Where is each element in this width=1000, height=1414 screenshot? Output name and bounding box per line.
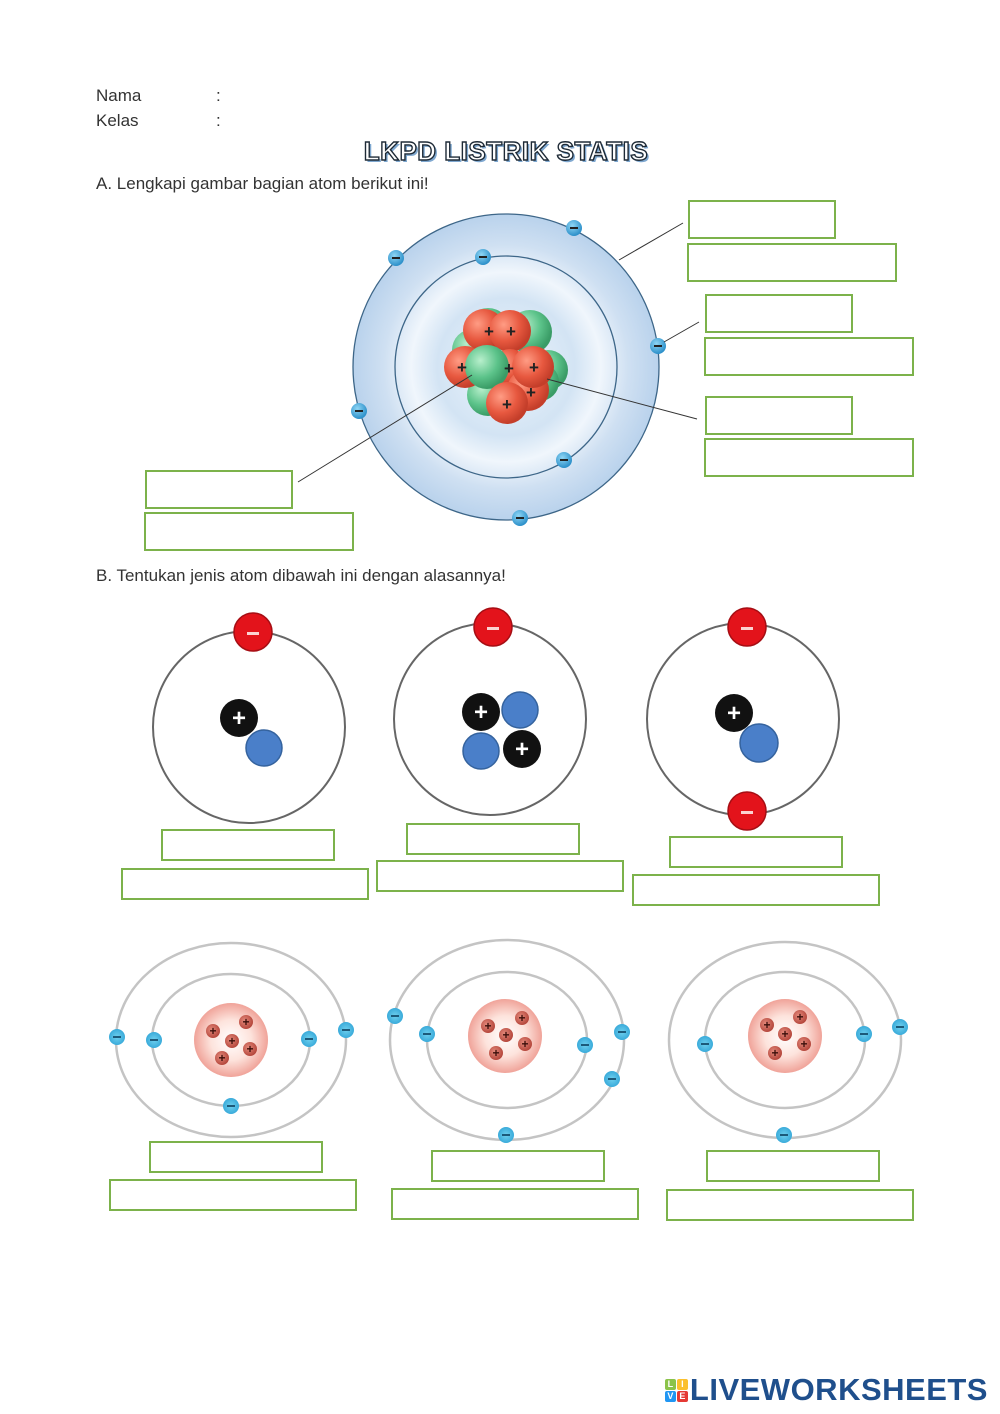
- svg-text:+: +: [484, 1019, 491, 1033]
- svg-text:+: +: [506, 322, 516, 341]
- svg-text:+: +: [518, 1011, 525, 1025]
- svg-text:+: +: [796, 1010, 803, 1024]
- logo-letter: L: [664, 1378, 676, 1390]
- svg-text:+: +: [727, 700, 741, 727]
- page-title: LKPD LISTRIK STATIS: [363, 135, 649, 166]
- simple-atom-3: +: [646, 607, 840, 831]
- pointer-lines: [297, 222, 700, 483]
- svg-text:+: +: [502, 1028, 509, 1042]
- shell-atom-3-reason[interactable]: [666, 1189, 914, 1221]
- simple-atom-2-answer[interactable]: [406, 823, 580, 855]
- shell-atom-2: +++++: [387, 938, 630, 1143]
- svg-text:+: +: [484, 322, 494, 341]
- simple-atom-3-answer[interactable]: [669, 836, 843, 868]
- electrons: [351, 220, 666, 526]
- live-grid-icon: L I V E: [664, 1378, 688, 1402]
- simple-atom-2-reason[interactable]: [376, 860, 624, 892]
- simple-atom-1-reason[interactable]: [121, 868, 369, 900]
- answer-box-electron-desc[interactable]: [704, 337, 914, 376]
- liveworksheets-logo: L I V E LIVEWORKSHEETS: [664, 1372, 988, 1408]
- logo-text: LIVEWORKSHEETS: [689, 1372, 988, 1407]
- nama-colon: :: [216, 86, 221, 105]
- svg-text:+: +: [218, 1051, 225, 1065]
- svg-text:+: +: [242, 1015, 249, 1029]
- answer-box-outer-shell-label[interactable]: [688, 200, 836, 239]
- svg-text:+: +: [771, 1046, 778, 1060]
- nama-label: Nama: [96, 86, 142, 105]
- simple-atom-2: + +: [393, 607, 587, 816]
- section-b-instruction: B. Tentukan jenis atom dibawah ini denga…: [96, 566, 506, 585]
- answer-box-proton-desc[interactable]: [704, 438, 914, 477]
- shell-atom-1: +++++: [109, 941, 354, 1139]
- shell-atom-1-reason[interactable]: [109, 1179, 357, 1211]
- nucleus: + + + + + + +: [444, 308, 568, 424]
- svg-text:+: +: [515, 736, 529, 763]
- answer-box-neutron-desc[interactable]: [144, 512, 354, 551]
- svg-text:+: +: [529, 358, 539, 377]
- svg-text:+: +: [504, 359, 514, 378]
- simple-atom-1-answer[interactable]: [161, 829, 335, 861]
- shell-atom-1-answer[interactable]: [149, 1141, 323, 1173]
- answer-box-proton-label[interactable]: [705, 396, 853, 435]
- svg-text:+: +: [474, 699, 488, 726]
- svg-text:+: +: [246, 1042, 253, 1056]
- shell-atom-3-answer[interactable]: [706, 1150, 880, 1182]
- section-a-instruction: A. Lengkapi gambar bagian atom berikut i…: [96, 174, 429, 193]
- answer-box-neutron-label[interactable]: [145, 470, 293, 509]
- simple-atom-3-reason[interactable]: [632, 874, 880, 906]
- svg-text:+: +: [526, 383, 536, 402]
- logo-letter: E: [676, 1390, 688, 1402]
- shell-atom-3: +++++: [667, 940, 908, 1143]
- svg-text:+: +: [232, 705, 246, 732]
- svg-text:+: +: [763, 1018, 770, 1032]
- kelas-label: Kelas: [96, 111, 139, 130]
- svg-text:+: +: [228, 1034, 235, 1048]
- logo-letter: V: [664, 1390, 676, 1402]
- logo-letter: I: [676, 1378, 688, 1390]
- svg-text:+: +: [209, 1024, 216, 1038]
- kelas-colon: :: [216, 111, 221, 130]
- shell-atom-2-answer[interactable]: [431, 1150, 605, 1182]
- svg-text:+: +: [800, 1037, 807, 1051]
- answer-box-outer-shell-desc[interactable]: [687, 243, 897, 282]
- simple-atom-1: +: [152, 612, 346, 824]
- svg-text:+: +: [457, 358, 467, 377]
- shell-atom-2-reason[interactable]: [391, 1188, 639, 1220]
- svg-text:+: +: [781, 1027, 788, 1041]
- svg-text:+: +: [521, 1037, 528, 1051]
- svg-text:+: +: [492, 1046, 499, 1060]
- svg-text:+: +: [502, 395, 512, 414]
- inner-shell: [394, 255, 618, 479]
- answer-box-electron-label[interactable]: [705, 294, 853, 333]
